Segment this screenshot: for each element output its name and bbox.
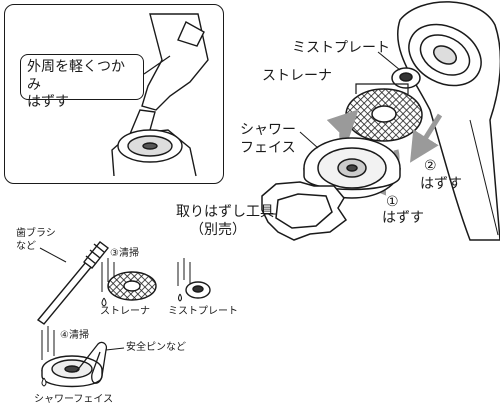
removal-tool-icon [261, 181, 348, 241]
label-tool-1: 取りはずし工具 [176, 204, 274, 220]
label-step4: ④清掃 [60, 330, 89, 341]
label-shower-face-1: シャワー [240, 122, 296, 138]
strainer-bracket [355, 83, 409, 94]
mist-plate-icon [391, 67, 421, 89]
water-lines-face [41, 326, 55, 360]
mist-plate-leader [377, 51, 401, 71]
label-step3: ③清掃 [110, 248, 139, 259]
label-step1-mark: ① [386, 194, 399, 210]
shower-face-icon [303, 137, 401, 199]
inset-instruction-line1: 外周を軽くつかみ [27, 59, 125, 93]
caption-strainer: ストレーナ [100, 306, 150, 317]
inset-instruction-line2: はずす [27, 94, 69, 110]
arrow-step2 [410, 113, 443, 163]
label-step1-text: はずす [382, 210, 424, 226]
label-toothbrush-2: など [16, 241, 36, 252]
mist-plate-clean-icon [185, 281, 211, 299]
label-tool-2: （別売） [190, 222, 246, 238]
label-strainer: ストレーナ [262, 68, 332, 84]
caption-shower-face: シャワーフェイス [34, 394, 114, 405]
label-shower-face-2: フェイス [240, 140, 296, 156]
label-step2-mark: ② [424, 158, 437, 174]
water-drop-icon [101, 297, 107, 307]
label-toothbrush-1: 歯ブラシ [16, 228, 56, 239]
safety-pin-leader [105, 347, 125, 351]
shower-head-icon [396, 1, 500, 241]
label-safety-pin: 安全ピンなど [126, 342, 186, 353]
toothbrush-leader [39, 247, 67, 263]
water-drop-mist-icon [178, 293, 182, 302]
strainer-clean-icon [107, 271, 157, 301]
safety-pin-icon [75, 341, 108, 384]
caption-mist-plate: ミストプレート [168, 306, 238, 317]
label-mist-plate: ミストプレート [292, 40, 390, 56]
shower-face-leader [299, 131, 319, 149]
water-lines-mist [177, 258, 191, 286]
water-drop-face-icon [41, 377, 47, 387]
toothbrush-icon [36, 241, 109, 325]
inset-instruction: 外周を軽くつかみ はずす [20, 54, 144, 110]
shower-face-clean-icon [41, 355, 103, 388]
strainer-icon [345, 88, 423, 142]
label-step2-text: はずす [420, 176, 462, 192]
